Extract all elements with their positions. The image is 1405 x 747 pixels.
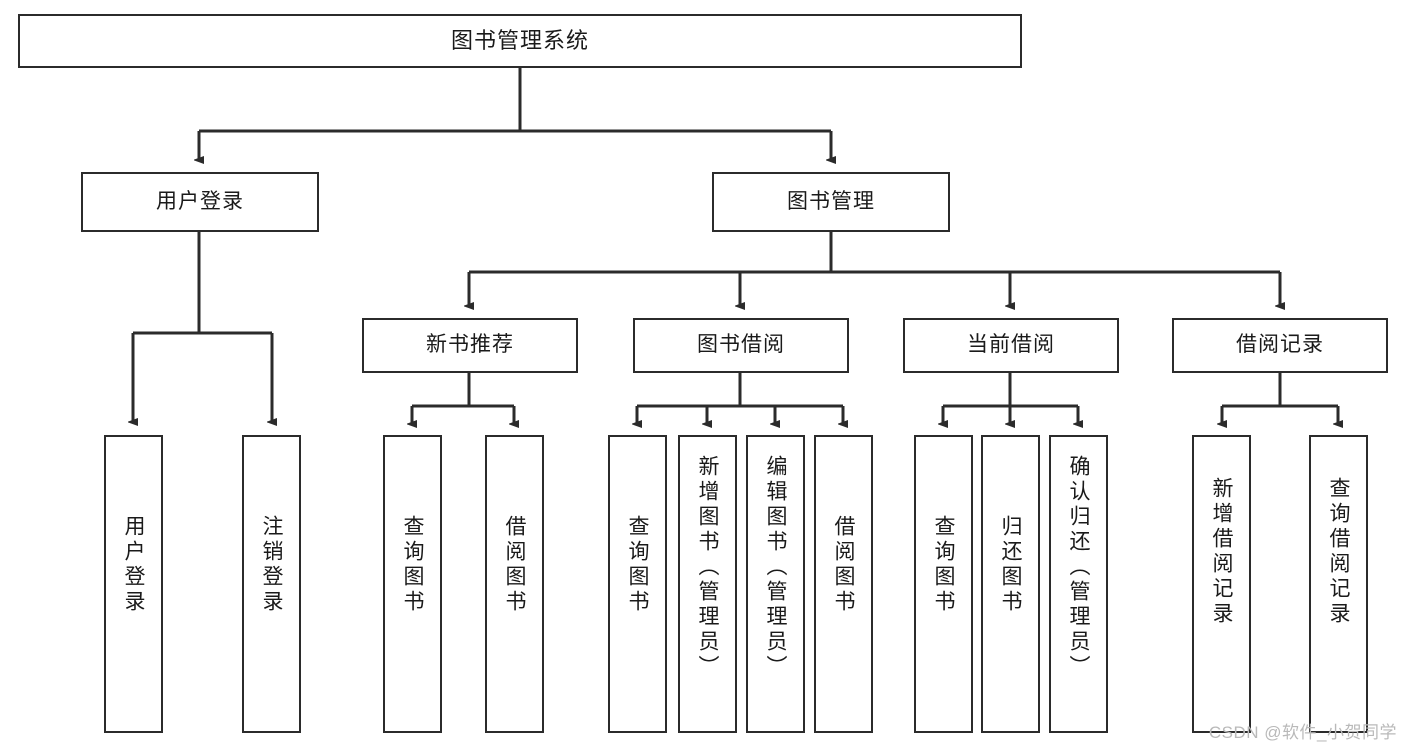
leaf-borrow-book-recommend[interactable]: 借阅图书 xyxy=(485,435,544,733)
leaf-label: 查询借阅记录 xyxy=(1327,477,1350,627)
leaf-add-book-admin[interactable]: 新增图书（管理员） xyxy=(678,435,737,733)
node-current-borrow[interactable]: 当前借阅 xyxy=(903,318,1119,373)
node-root-system[interactable]: 图书管理系统 xyxy=(18,14,1022,68)
leaf-label: 借阅图书 xyxy=(503,515,526,615)
leaf-logout[interactable]: 注销登录 xyxy=(242,435,301,733)
leaf-label: 新增图书（管理员） xyxy=(696,455,719,680)
leaf-return-book[interactable]: 归还图书 xyxy=(981,435,1040,733)
leaf-label: 新增借阅记录 xyxy=(1210,477,1233,627)
leaf-label: 归还图书 xyxy=(999,515,1022,615)
leaf-query-book-borrow[interactable]: 查询图书 xyxy=(608,435,667,733)
leaf-label: 编辑图书（管理员） xyxy=(764,455,787,680)
leaf-label: 查询图书 xyxy=(626,515,649,615)
leaf-query-book-recommend[interactable]: 查询图书 xyxy=(383,435,442,733)
leaf-label: 借阅图书 xyxy=(832,515,855,615)
leaf-label: 查询图书 xyxy=(932,515,955,615)
node-user-login[interactable]: 用户登录 xyxy=(81,172,319,232)
leaf-label: 注销登录 xyxy=(260,515,283,615)
node-book-borrow[interactable]: 图书借阅 xyxy=(633,318,849,373)
leaf-label: 确认归还（管理员） xyxy=(1067,455,1090,680)
leaf-edit-book-admin[interactable]: 编辑图书（管理员） xyxy=(746,435,805,733)
csdn-watermark: CSDN @软件_小贺同学 xyxy=(1208,723,1397,742)
node-new-book-recommend[interactable]: 新书推荐 xyxy=(362,318,578,373)
leaf-add-borrow-record[interactable]: 新增借阅记录 xyxy=(1192,435,1251,733)
node-borrow-records[interactable]: 借阅记录 xyxy=(1172,318,1388,373)
leaf-confirm-return-admin[interactable]: 确认归还（管理员） xyxy=(1049,435,1108,733)
leaf-query-borrow-record[interactable]: 查询借阅记录 xyxy=(1309,435,1368,733)
leaf-borrow-book[interactable]: 借阅图书 xyxy=(814,435,873,733)
leaf-query-book-current[interactable]: 查询图书 xyxy=(914,435,973,733)
leaf-label: 用户登录 xyxy=(122,515,145,615)
node-book-management[interactable]: 图书管理 xyxy=(712,172,950,232)
leaf-user-login[interactable]: 用户登录 xyxy=(104,435,163,733)
leaf-label: 查询图书 xyxy=(401,515,424,615)
